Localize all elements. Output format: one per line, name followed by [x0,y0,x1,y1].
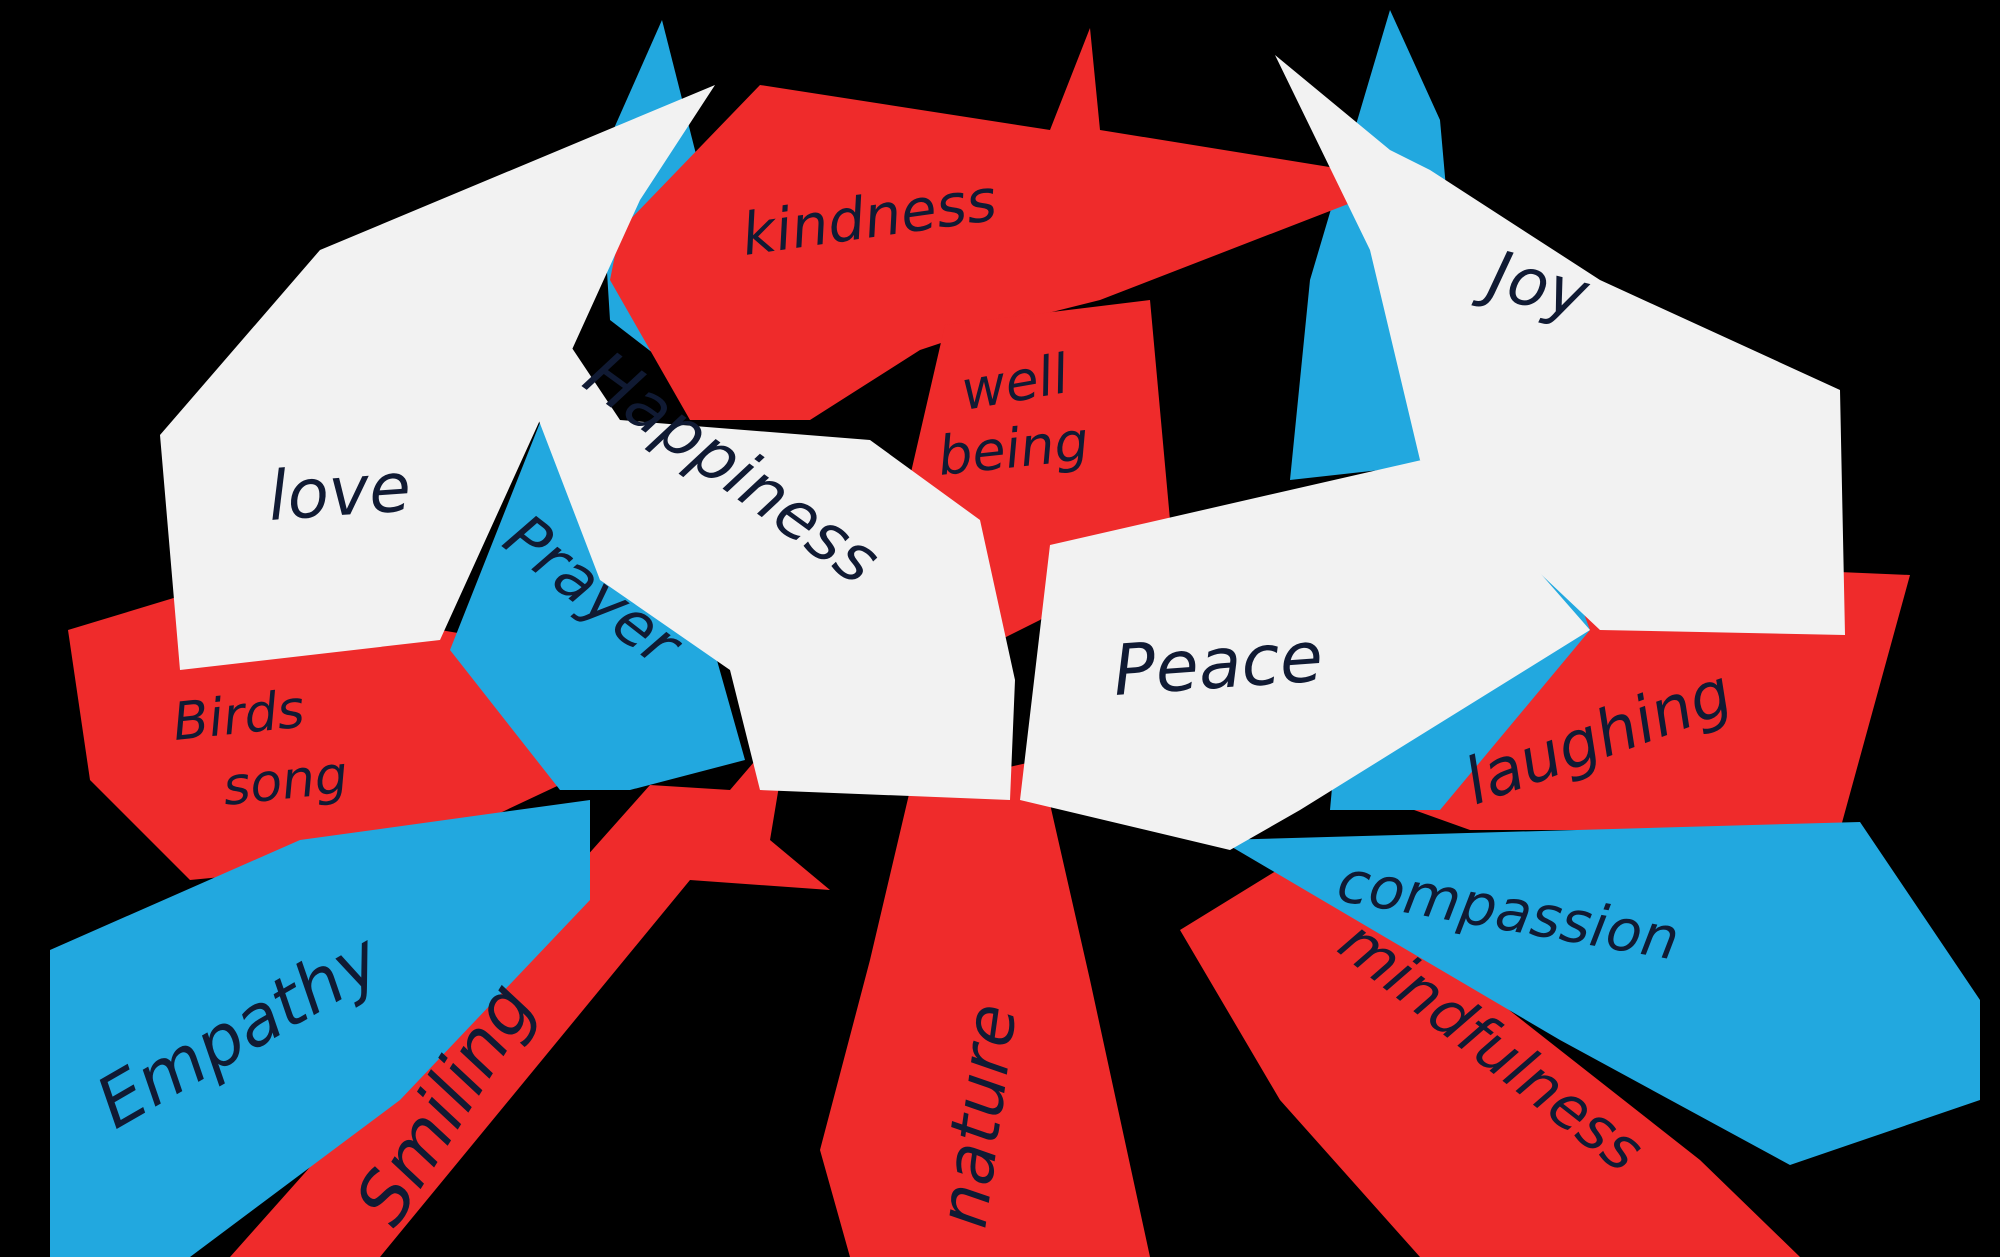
red-paper-mindfulness [1180,850,1800,1257]
word-love: love [266,448,414,537]
word-peace: Peace [1110,616,1325,712]
word-birds-song-line1: Birds [170,680,307,753]
word-birds-song-line2: song [220,745,350,818]
white-paper-love [160,85,715,670]
blue-paper-compassion [1220,822,1980,1165]
white-paper-peace [1020,410,1640,850]
red-paper-nature [820,760,1150,1257]
red-paper-smiling [230,720,830,1257]
white-paper-happiness [465,228,1015,800]
word-well-being-line2: being [935,409,1092,487]
blue-paper-prayer [450,410,745,790]
white-paper-joy [1275,55,1845,635]
blue-paper-empathy [50,800,590,1257]
red-paper-kindness [610,28,1410,420]
